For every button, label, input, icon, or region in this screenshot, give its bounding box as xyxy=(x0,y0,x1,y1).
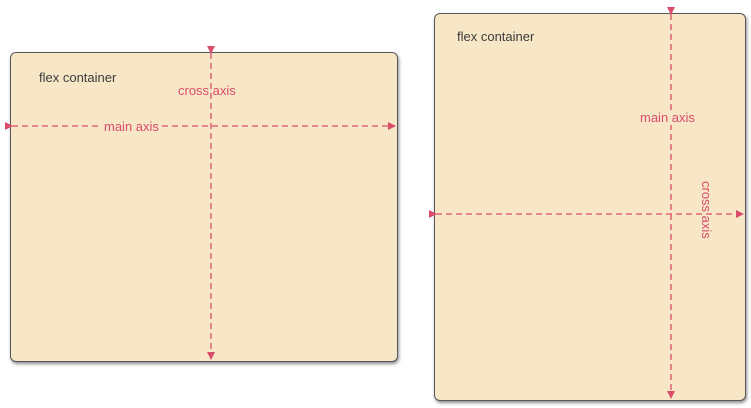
right-main-axis-label: main axis xyxy=(638,110,697,125)
right-cross-axis-label: cross axis xyxy=(699,181,714,239)
left-container-title: flex container xyxy=(39,70,117,85)
flex-container-column xyxy=(434,13,746,401)
right-container-title: flex container xyxy=(457,29,535,44)
flex-container-row xyxy=(10,52,398,362)
left-main-axis-label: main axis xyxy=(102,119,161,134)
left-cross-axis-label: cross axis xyxy=(178,83,236,98)
